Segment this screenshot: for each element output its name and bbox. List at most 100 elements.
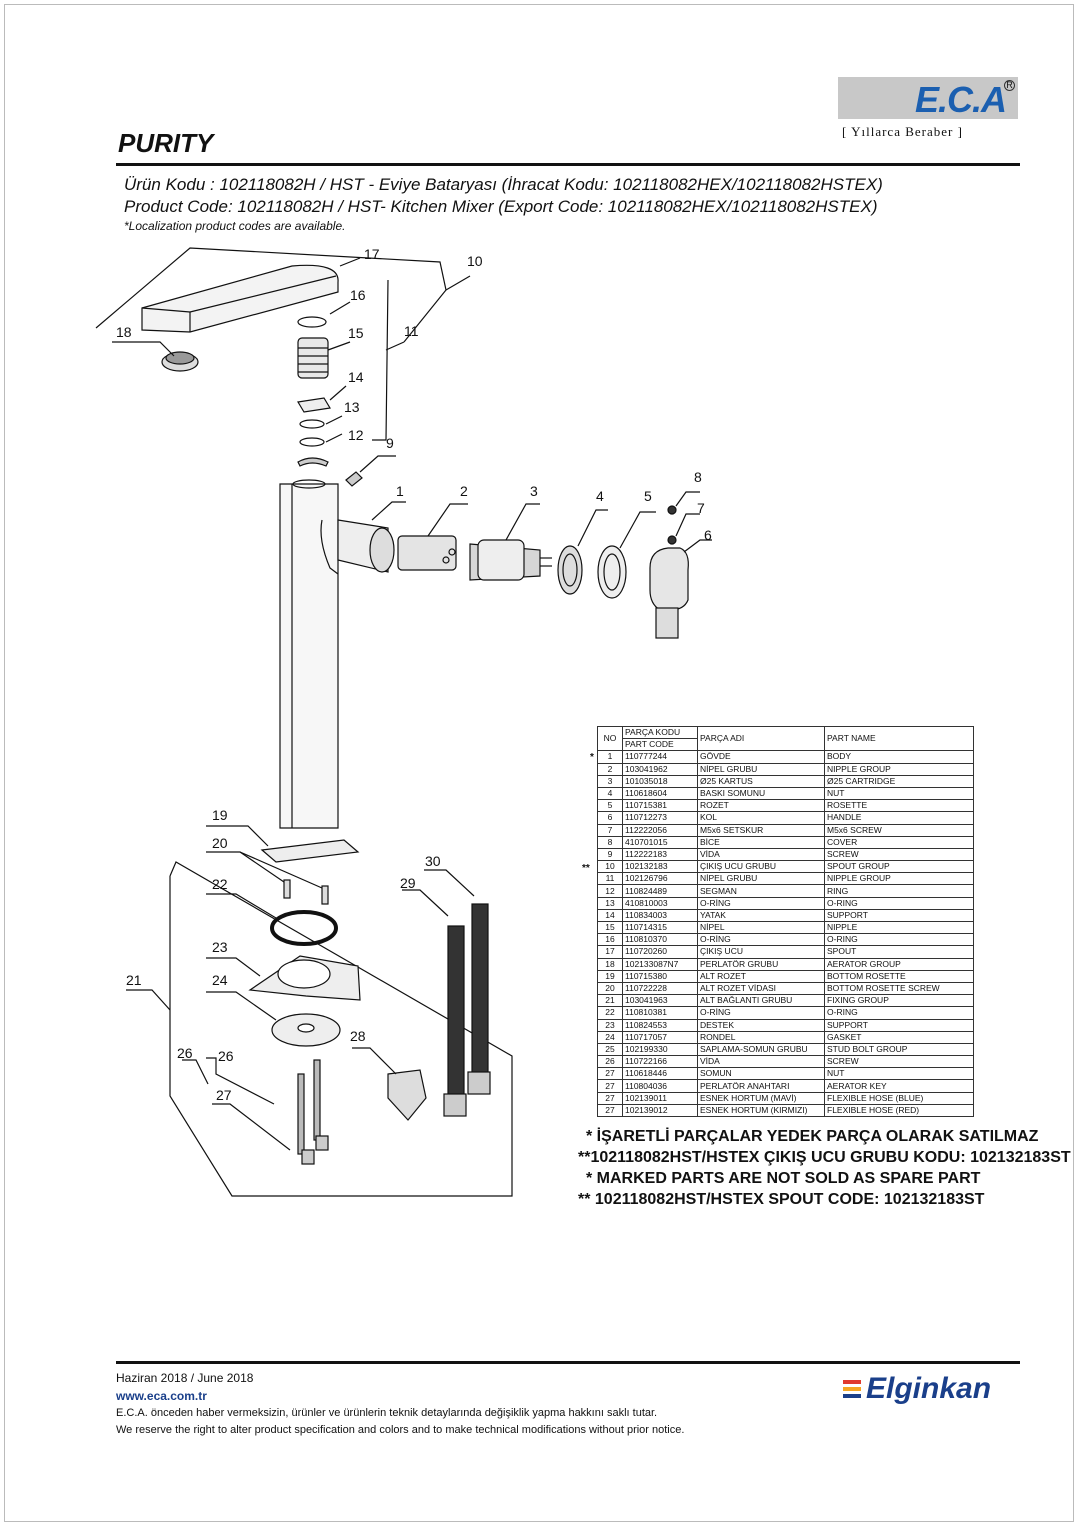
cell-code: 110714315 (622, 920, 698, 935)
page-border (4, 4, 1074, 1522)
cell-no: 27 (597, 1079, 623, 1093)
cell-tr: VİDA (697, 1055, 825, 1069)
cell-no: 27 (597, 1091, 623, 1105)
callout-14: 14 (348, 369, 364, 385)
cell-en: GASKET (824, 1030, 974, 1044)
cell-en: SUPPORT (824, 1018, 974, 1032)
callout-3: 3 (530, 483, 538, 499)
cell-tr: BİCE (697, 835, 825, 849)
callout-28: 28 (350, 1028, 366, 1044)
cell-tr: O-RİNG (697, 896, 825, 910)
cell-tr: KOL (697, 811, 825, 825)
cell-no: 20 (597, 981, 623, 996)
cell-tr: ALT ROZET VİDASI (697, 981, 825, 996)
cell-tr: ALT ROZET (697, 969, 825, 983)
eca-logo-text: E.C.A (914, 79, 1007, 120)
handle-part (649, 547, 689, 611)
brand-slogan: [ Yıllarca Beraber ] (842, 124, 963, 139)
callout-1: 1 (396, 483, 404, 499)
cell-no: 12 (597, 884, 623, 898)
cell-no: 27 (597, 1103, 623, 1118)
cell-code: 110722228 (622, 981, 698, 996)
product-code-en: Product Code: 102118082H / HST- Kitchen … (124, 197, 878, 216)
cell-no: 6 (597, 811, 623, 825)
cell-no: 2 (597, 762, 623, 776)
nipple-group-part (397, 535, 457, 571)
footer-disclaimer-tr: E.C.A. önceden haber vermeksizin, ürünle… (116, 1407, 658, 1419)
cell-en: SUPPORT (824, 908, 974, 923)
localization-note: *Localization product codes are availabl… (124, 219, 346, 233)
callout-26a: 26 (177, 1045, 193, 1061)
bottom-rosette-part (260, 839, 360, 863)
cell-en: SCREW (824, 847, 974, 862)
cell-code: 102139011 (622, 1091, 698, 1105)
cell-tr: PERLATÖR ANAHTARI (697, 1079, 825, 1093)
cell-no: 11 (597, 872, 623, 886)
cell-no: 3 (597, 774, 623, 788)
cell-tr: O-RİNG (697, 1006, 825, 1020)
callout-5: 5 (644, 488, 652, 504)
callout-27: 27 (216, 1087, 232, 1103)
callout-23: 23 (212, 939, 228, 955)
cell-tr: ESNEK HORTUM (KIRMIZI) (697, 1103, 825, 1118)
cell-en: NUT (824, 1067, 974, 1081)
cell-no: 19 (597, 969, 623, 983)
cell-code: 110717057 (622, 1030, 698, 1044)
parts-table: NO PARÇA KODU PARÇA ADI PART NAME PART C… (597, 725, 974, 1118)
cell-en: STUD BOLT GROUP (824, 1042, 974, 1057)
callout-24: 24 (212, 972, 228, 988)
cell-en: FLEXIBLE HOSE (BLUE) (824, 1091, 974, 1105)
cell-en: O-RING (824, 933, 974, 947)
cell-code: 110824553 (622, 1018, 698, 1032)
cell-code: 110810381 (622, 1006, 698, 1020)
aerator-key-part (387, 1069, 427, 1121)
cell-tr: GÖVDE (697, 750, 825, 764)
cell-code: 102199330 (622, 1042, 698, 1057)
callout-19: 19 (212, 807, 228, 823)
cell-en: NIPPLE (824, 920, 974, 935)
header-divider (116, 163, 1020, 166)
callout-11: 11 (404, 323, 419, 339)
cell-no: 26 (597, 1055, 623, 1069)
callout-22: 22 (212, 876, 228, 892)
cell-tr: M5x6 SETSKUR (697, 823, 825, 837)
cell-en: COVER (824, 835, 974, 849)
callout-4: 4 (596, 488, 604, 504)
cell-en: BOTTOM ROSETTE SCREW (824, 981, 974, 996)
cell-tr: NİPEL GRUBU (697, 762, 825, 776)
callout-20: 20 (212, 835, 228, 851)
cell-no: 14 (597, 908, 623, 923)
cell-en: HANDLE (824, 811, 974, 825)
group-10-bracket (95, 247, 447, 343)
cell-tr: ROZET (697, 799, 825, 813)
footer-disclaimer-en: We reserve the right to alter product sp… (116, 1424, 685, 1436)
cell-en: FLEXIBLE HOSE (RED) (824, 1103, 974, 1118)
cell-no: 7 (597, 823, 623, 837)
cell-no: 4 (597, 786, 623, 801)
page-title: PURITY (118, 128, 214, 158)
callout-21: 21 (126, 972, 142, 988)
cell-code: 410701015 (622, 835, 698, 849)
row-mark: ** (582, 862, 590, 874)
footer-url[interactable]: www.eca.com.tr (116, 1389, 207, 1403)
cell-en: SPOUT (824, 945, 974, 959)
cell-code: 112222056 (622, 823, 698, 837)
cell-tr: DESTEK (697, 1018, 825, 1032)
cell-code: 102126796 (622, 872, 698, 886)
cell-code: 110834003 (622, 908, 698, 923)
cell-code: 103041962 (622, 762, 698, 776)
